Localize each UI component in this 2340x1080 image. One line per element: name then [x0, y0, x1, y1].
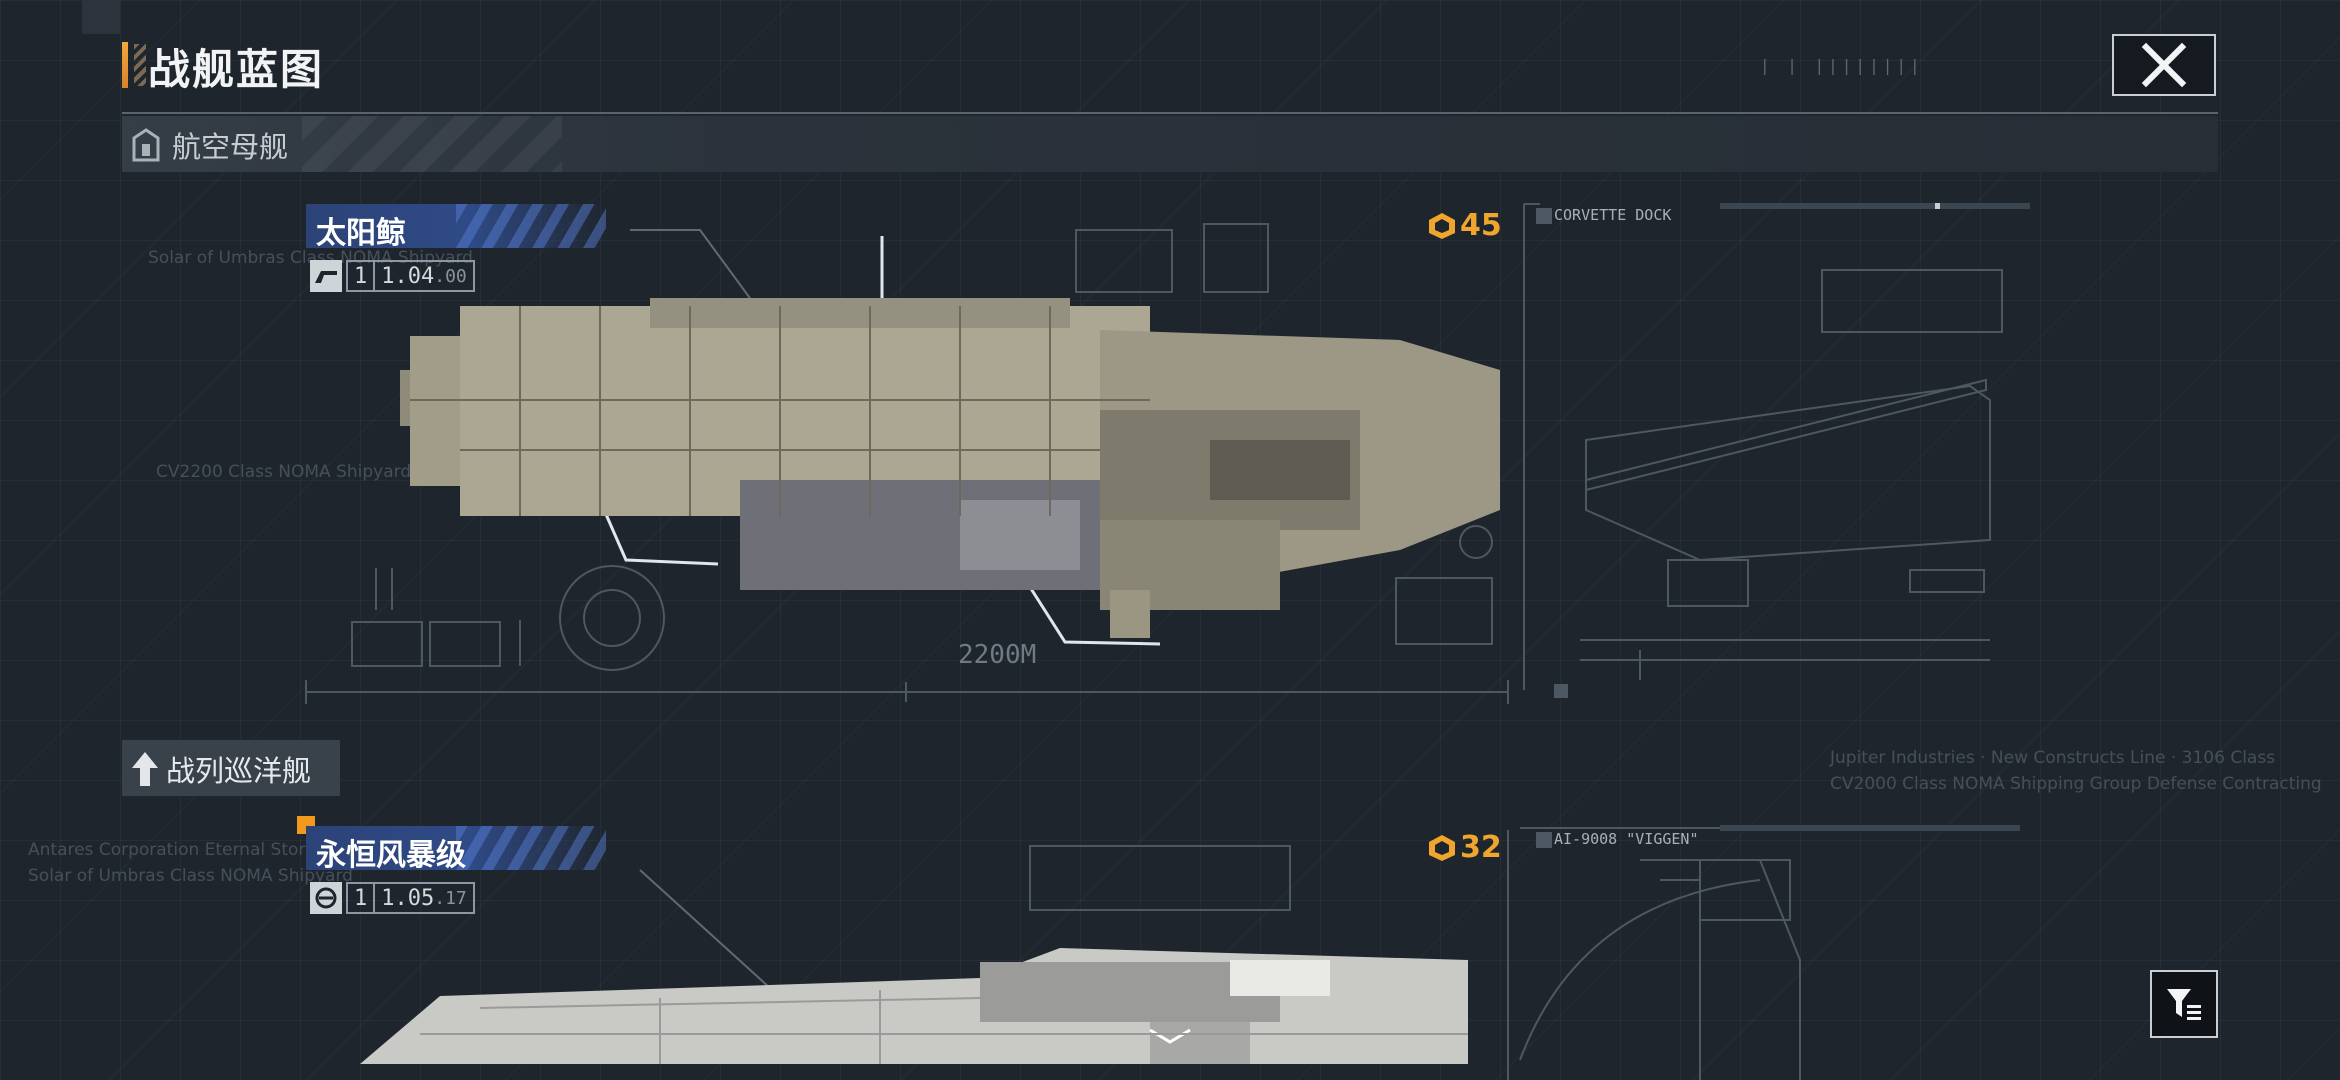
header-divider — [122, 112, 2218, 114]
cost-value: 45 — [1460, 208, 1502, 243]
ship-name-plate[interactable] — [306, 204, 606, 248]
ship-cost: 32 — [1428, 830, 1502, 865]
corner-block — [82, 0, 120, 34]
version-tier: 1 — [346, 882, 376, 914]
ship-length: 2200M — [958, 640, 1037, 670]
name-plate-stripes — [456, 826, 606, 870]
page-title: 战舰蓝图 — [148, 45, 325, 94]
ship-version: 1 1.05.17 — [310, 882, 475, 914]
ghost-text-right-2: CV2000 Class NOMA Shipping Group Defense… — [1830, 774, 2322, 794]
category-bar-stripes — [302, 116, 562, 172]
version-number: 1.04.00 — [375, 260, 475, 292]
category-bar-carrier[interactable] — [122, 116, 2218, 172]
category-bar-cruiser[interactable] — [122, 740, 340, 796]
version-major: 1.05 — [381, 885, 435, 911]
category-label-cruiser: 战列巡洋舰 — [166, 754, 312, 788]
module-label: AI-9008 "VIGGEN" — [1554, 830, 1699, 848]
name-plate-stripes — [456, 204, 606, 248]
module-label: CORVETTE DOCK — [1554, 206, 1672, 224]
ghost-text-ship1-2: CV2200 Class NOMA Shipyards Group — [156, 462, 478, 482]
resource-cube-icon — [1429, 212, 1455, 239]
title-accent-stripes — [134, 44, 146, 86]
carrier-icon — [132, 128, 160, 162]
version-minor: .17 — [434, 887, 467, 909]
close-button[interactable] — [2112, 34, 2216, 96]
category-label-carrier: 航空母舰 — [172, 130, 289, 164]
filter-button[interactable] — [2150, 970, 2218, 1038]
header-tick-marks: | | |||||||| — [1760, 56, 1924, 75]
ship-image-cruiser[interactable] — [360, 938, 1480, 1078]
ghost-text-right-1: Jupiter Industries · New Constructs Line… — [1830, 748, 2276, 768]
cost-value: 32 — [1460, 830, 1502, 865]
version-type-icon — [310, 260, 342, 292]
ship-version: 1 1.04.00 — [310, 260, 475, 292]
version-minor: .00 — [434, 265, 467, 287]
ghost-text-ship2-2: Solar of Umbras Class NOMA Shipyard — [28, 866, 353, 886]
close-x-icon — [2141, 42, 2187, 88]
cruiser-icon — [132, 752, 158, 786]
ship-image-carrier[interactable] — [400, 290, 1500, 650]
ghost-text-ship2-1: Antares Corporation Eternal Storm — [28, 840, 322, 860]
version-type-icon — [310, 882, 342, 914]
version-tier: 1 — [346, 260, 376, 292]
ghost-text-ship1-1: Solar of Umbras Class NOMA Shipyard — [148, 248, 473, 268]
ship-cost: 45 — [1428, 208, 1502, 243]
title-accent-bar — [122, 42, 128, 88]
resource-cube-icon — [1429, 834, 1455, 861]
ship-name: 永恒风暴级 — [316, 838, 466, 873]
ship-name-plate[interactable] — [306, 826, 606, 870]
version-major: 1.04 — [381, 263, 435, 289]
filter-icon — [2167, 989, 2201, 1020]
ship-name: 太阳鲸 — [316, 216, 406, 251]
version-number: 1.05.17 — [375, 882, 475, 914]
